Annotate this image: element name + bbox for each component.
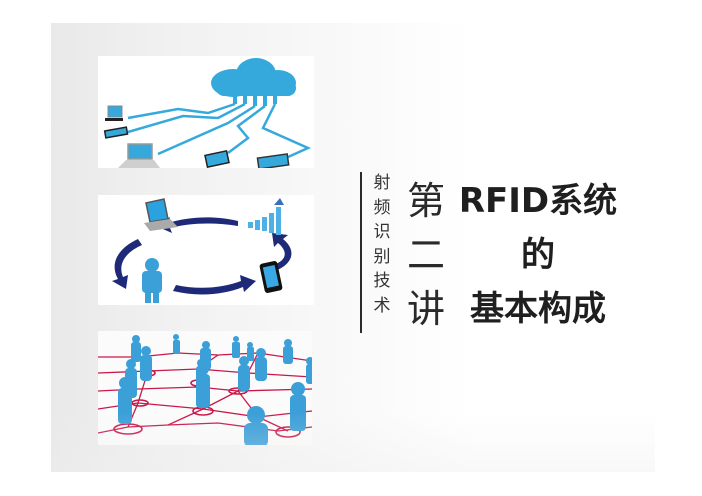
social-network-image [98,331,312,445]
slide-title: RFID系统 的 基本构成 [454,174,622,336]
subtitle-char: 技 [373,271,391,291]
cloud-computing-image [98,56,314,168]
cloud-icon [211,58,296,106]
arrow-bottom [173,275,256,295]
lecture-char: 二 [406,233,445,277]
person-figure [140,346,152,381]
desktop-icon [105,105,123,121]
bar-chart-icon [248,198,284,235]
subtitle-char: 射 [373,173,391,193]
connection-lines [127,102,312,159]
arrow-top [156,217,238,233]
person-figure [196,359,206,386]
person-figure [290,382,306,431]
person-figure [283,339,293,364]
subtitle-char: 别 [373,246,391,267]
subtitle-char: 频 [373,197,391,218]
arrow-right [266,233,292,273]
tablet-icon-1 [204,149,230,168]
person-figure [238,356,250,391]
course-subtitle: 射 频 识 别 技 术 [371,171,393,318]
title-line-2: 的 [521,235,555,275]
cloud-illustration [103,58,312,168]
person-figure [131,335,141,362]
title-line-3: 基本构成 [470,289,606,329]
cycle-illustration [112,198,292,303]
lecture-number: 第 二 讲 [403,174,449,336]
laptop-icon [144,198,178,231]
subtitle-char: 识 [373,222,391,242]
person-figure [244,406,268,445]
arrow-left [112,239,142,289]
person-figure [306,357,312,384]
title-line-1: RFID系统 [458,181,618,221]
person-figure [173,334,180,354]
cycle-arrows [112,217,292,295]
subtitle-char: 术 [373,295,391,316]
people-figures [118,334,312,445]
phone-icon [103,126,129,139]
person-figure [232,336,240,358]
lecture-char: 讲 [406,287,445,331]
network-illustration [98,334,312,445]
person-figure [255,348,267,381]
divider-line [360,172,362,333]
laptop-icon [118,143,160,168]
device-cycle-image [98,195,314,305]
slide: 射 频 识 别 技 术 第 二 讲 RFID系统 的 基本构成 [51,23,655,472]
person-figure [125,359,137,398]
tablet-icon-2 [256,153,290,168]
smartphone-icon [259,261,283,293]
person-figure [247,342,254,361]
lecture-char: 第 [406,179,445,223]
person-icon [142,258,162,303]
